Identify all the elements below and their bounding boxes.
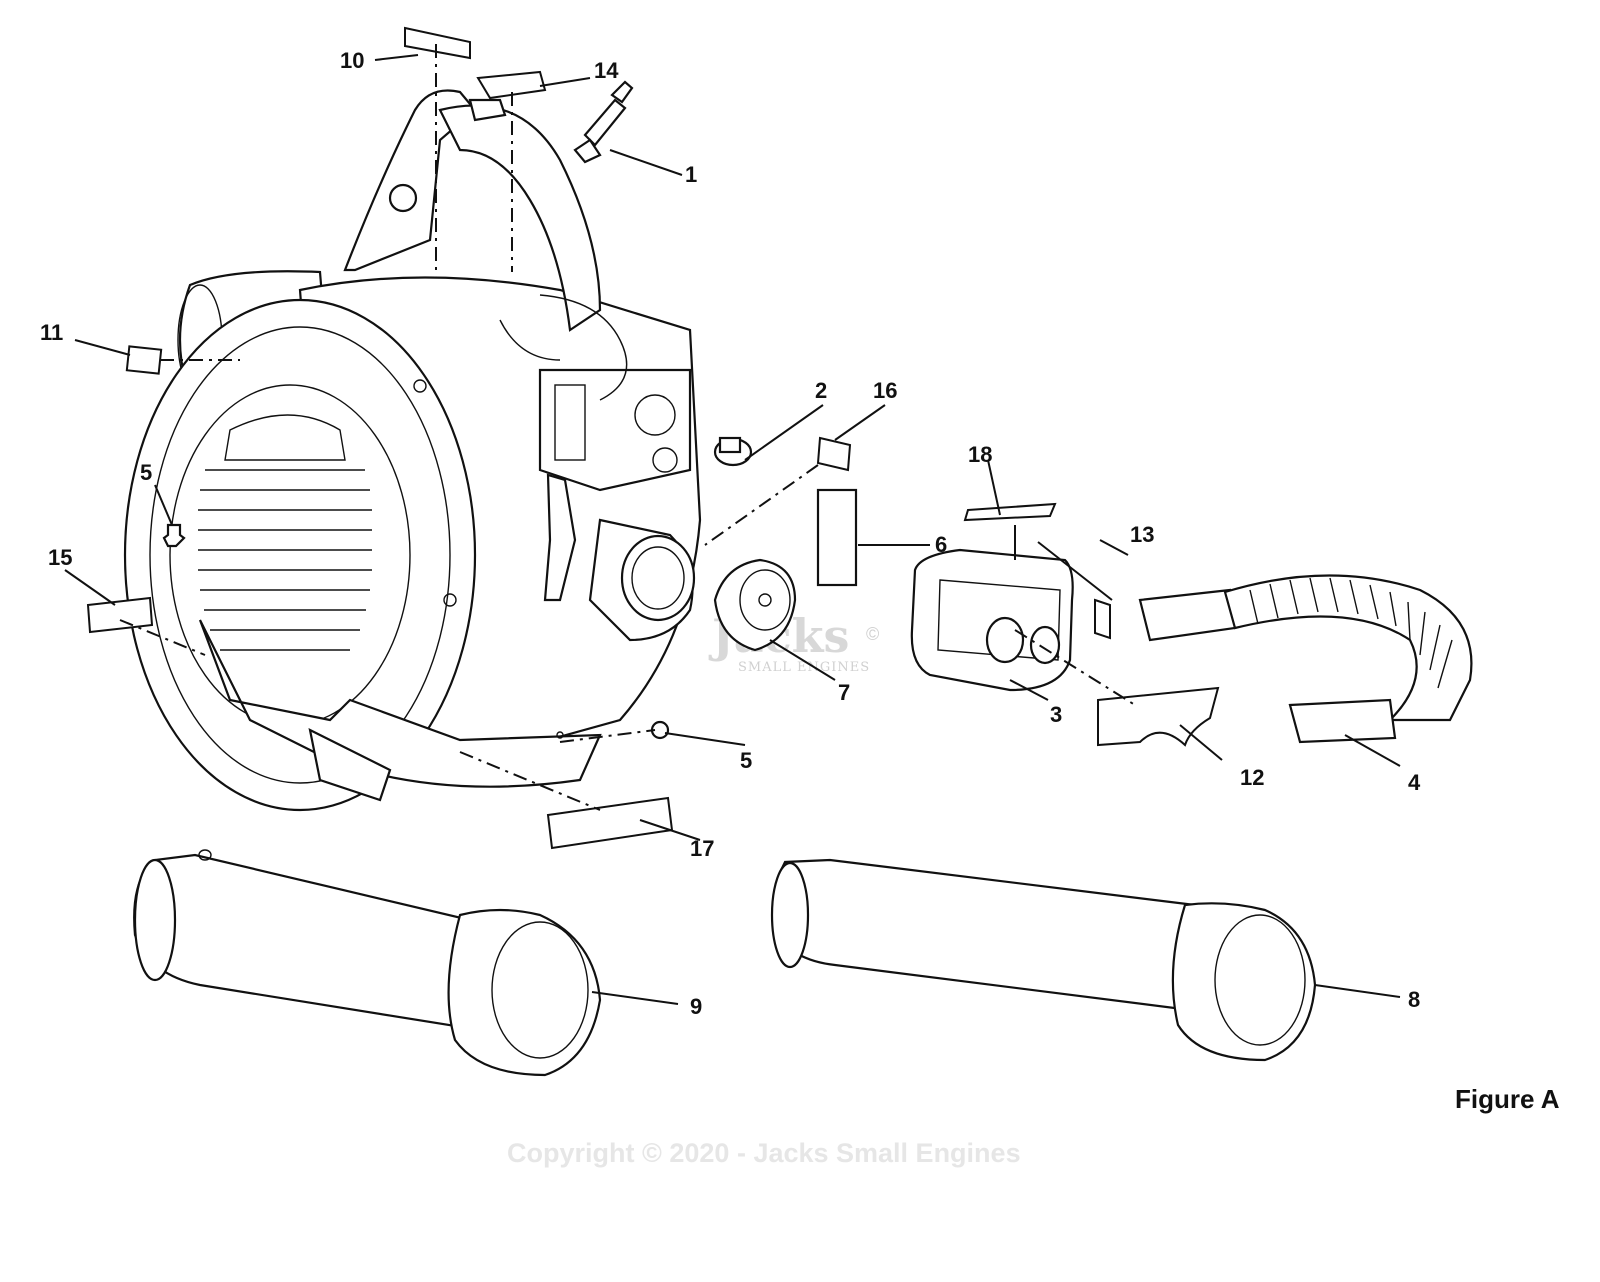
callout-5-lower: 5 bbox=[740, 748, 752, 773]
spark-plug bbox=[573, 80, 634, 164]
callout-5-upper: 5 bbox=[140, 460, 152, 485]
blower-housing bbox=[123, 89, 702, 812]
blower-tube-lower bbox=[133, 849, 602, 1077]
decal-18 bbox=[963, 502, 1057, 522]
copyright-notice: Copyright © 2020 - Jacks Small Engines bbox=[507, 1138, 1021, 1168]
callout-16: 16 bbox=[873, 378, 897, 403]
primer-knob bbox=[713, 436, 753, 467]
callout-9: 9 bbox=[690, 994, 702, 1019]
decal-13 bbox=[1094, 598, 1111, 640]
tube-handle bbox=[1138, 574, 1473, 744]
callout-7: 7 bbox=[838, 680, 850, 705]
intake-grille bbox=[198, 414, 372, 651]
blower-tube-upper bbox=[770, 858, 1317, 1062]
decal-17 bbox=[546, 796, 674, 850]
callout-2: 2 bbox=[815, 378, 827, 403]
callout-3: 3 bbox=[1050, 702, 1062, 727]
screw-upper bbox=[162, 523, 186, 548]
callout-18: 18 bbox=[968, 442, 992, 467]
decal-11 bbox=[125, 345, 163, 375]
callout-12: 12 bbox=[1240, 765, 1264, 790]
callout-1: 1 bbox=[685, 162, 697, 187]
callout-14: 14 bbox=[594, 58, 619, 83]
decal-16 bbox=[816, 436, 852, 472]
callout-11: 11 bbox=[40, 320, 63, 345]
figure-title: Figure A bbox=[1455, 1084, 1560, 1114]
decal-10 bbox=[404, 26, 471, 60]
decal-12 bbox=[1097, 686, 1220, 747]
decal-15 bbox=[86, 596, 154, 634]
callout-17: 17 bbox=[690, 836, 714, 861]
callout-4: 4 bbox=[1408, 770, 1421, 795]
air-filter-knob bbox=[713, 558, 797, 652]
watermark-sub: SMALL ENGINES bbox=[738, 660, 870, 675]
callout-15: 15 bbox=[48, 545, 72, 570]
foam-filter bbox=[816, 488, 858, 587]
decal-14 bbox=[476, 70, 547, 100]
air-filter-cover bbox=[910, 548, 1074, 692]
watermark-mark: © bbox=[866, 624, 879, 644]
callout-8: 8 bbox=[1408, 987, 1420, 1012]
callout-6: 6 bbox=[935, 532, 947, 557]
callout-10: 10 bbox=[340, 48, 364, 73]
callout-13: 13 bbox=[1130, 522, 1154, 547]
